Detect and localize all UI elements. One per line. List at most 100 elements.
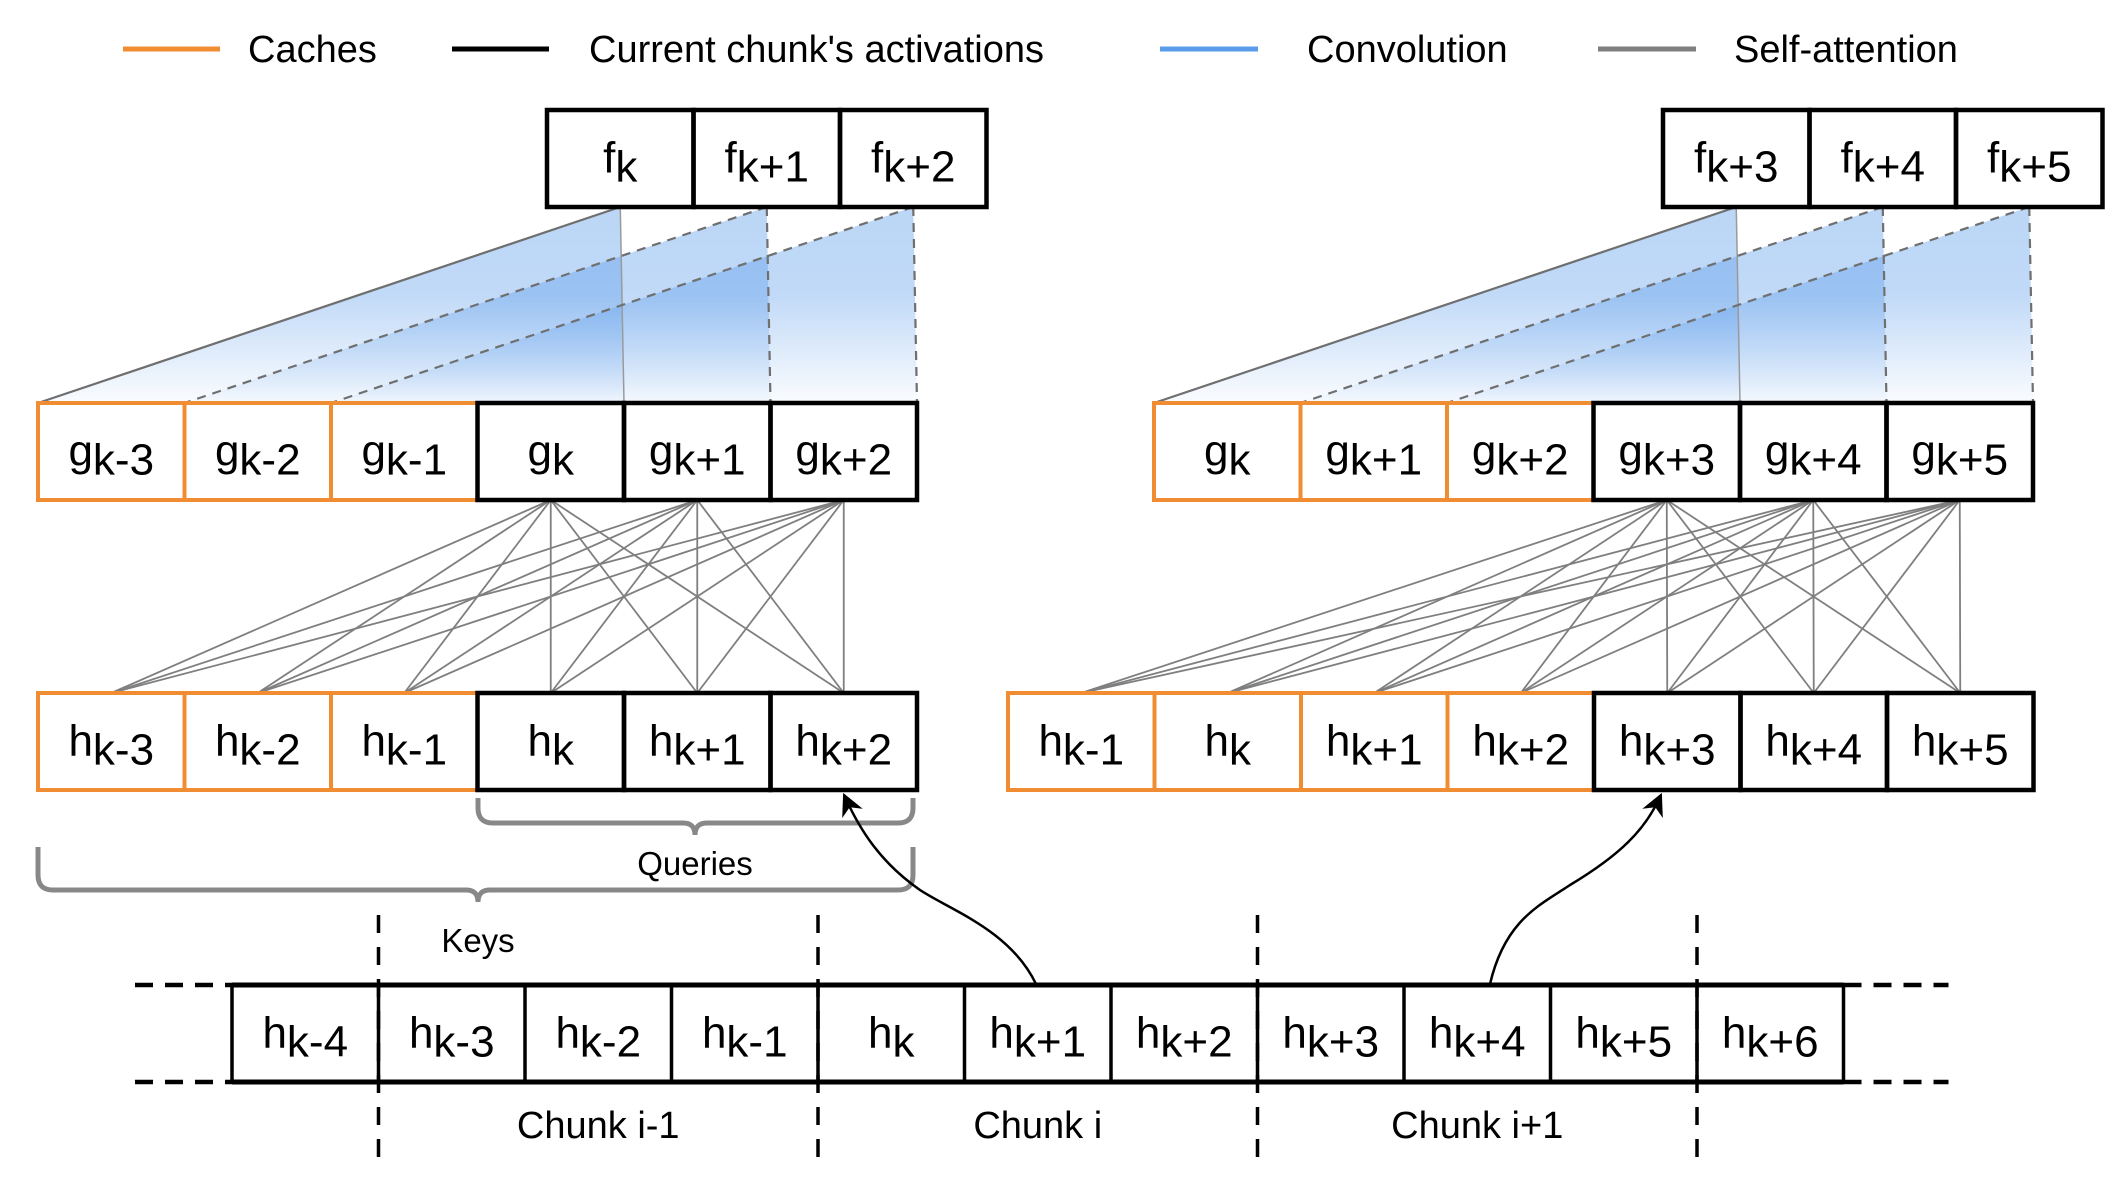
cell-base: f bbox=[725, 134, 738, 183]
cell-base: h bbox=[68, 717, 92, 766]
cell-base: g bbox=[215, 427, 239, 476]
h-row-cell-bg bbox=[1447, 693, 1594, 790]
h-row-cell-bg bbox=[1887, 693, 2034, 790]
cell-subscript: k+4 bbox=[1789, 436, 1861, 485]
h-row-cell-bg bbox=[1740, 693, 1887, 790]
arrow-chunk-i-to-queries bbox=[842, 792, 1038, 985]
cell-base: g bbox=[361, 427, 385, 476]
sequence-cell-label: hk+6 bbox=[1722, 1009, 1819, 1067]
g-row-cell-label: gk-2 bbox=[215, 427, 301, 485]
cell-subscript: k+3 bbox=[1643, 726, 1715, 775]
h-row-cell-label: hk+5 bbox=[1912, 717, 2009, 775]
h-row-cell bbox=[768, 690, 920, 793]
cell-base: f bbox=[871, 134, 884, 183]
cell-subscript: k+4 bbox=[1453, 1018, 1525, 1067]
f-row-cell-bg bbox=[840, 110, 987, 207]
cell-base: h bbox=[1429, 1009, 1453, 1058]
chunk-label: Chunk i bbox=[973, 1105, 1102, 1147]
h-row-cell bbox=[1884, 690, 2036, 793]
convolution-edge bbox=[184, 205, 768, 405]
cell-base: h bbox=[528, 717, 552, 766]
sequence-cell-label: hk+3 bbox=[1282, 1009, 1379, 1067]
legend-label-caches: Caches bbox=[248, 29, 377, 71]
cell-subscript: k+3 bbox=[1706, 143, 1778, 192]
h-row-cell-label: hk+2 bbox=[1472, 717, 1569, 775]
cell-subscript: k-3 bbox=[93, 436, 154, 485]
legend-item-self-attention: Self-attention bbox=[1598, 29, 1958, 71]
cell-base: h bbox=[409, 1009, 433, 1058]
convolution-edge bbox=[765, 206, 772, 404]
self-attention-edge bbox=[1666, 499, 1961, 694]
f-row-cell-bg bbox=[693, 110, 840, 207]
cell-subscript: k+2 bbox=[883, 143, 955, 192]
cell-subscript: k+3 bbox=[1307, 1018, 1379, 1067]
convolution-edge bbox=[1153, 205, 1737, 405]
convolution-edge bbox=[37, 205, 621, 405]
cell-subscript: k bbox=[1229, 726, 1252, 775]
g-row-cell-bg bbox=[184, 403, 331, 500]
self-attention-edge bbox=[1958, 499, 1962, 694]
cell-base: h bbox=[1038, 717, 1062, 766]
h-row-cell-bg bbox=[38, 693, 185, 790]
cell-subscript: k+6 bbox=[1746, 1018, 1818, 1067]
cell-base: h bbox=[1575, 1009, 1599, 1058]
cell-base: h bbox=[1722, 1009, 1746, 1058]
cell-subscript: k-2 bbox=[239, 726, 300, 775]
cell-subscript: k bbox=[552, 726, 575, 775]
cell-base: g bbox=[1204, 427, 1228, 476]
f-row-cell-label: fk bbox=[603, 134, 638, 192]
legend-label-current: Current chunk's activations bbox=[589, 29, 1044, 71]
cell-base: g bbox=[795, 427, 819, 476]
cell-subscript: k+5 bbox=[1936, 726, 2008, 775]
self-attention-edges bbox=[1080, 499, 1962, 694]
cell-base: g bbox=[528, 427, 552, 476]
self-attention-edge bbox=[110, 499, 698, 694]
sequence-cell-label: hk+2 bbox=[1136, 1009, 1233, 1067]
self-attention-edge bbox=[257, 499, 845, 694]
cell-subscript: k-3 bbox=[93, 726, 154, 775]
cell-base: h bbox=[649, 717, 673, 766]
sequence-cell-label: hk+5 bbox=[1575, 1009, 1672, 1067]
queries-brace: Queries bbox=[475, 798, 916, 882]
legend-item-caches: Caches bbox=[123, 29, 377, 71]
f-row-cell bbox=[1953, 107, 2105, 210]
cell-base: h bbox=[989, 1009, 1013, 1058]
cell-subscript: k+2 bbox=[820, 436, 892, 485]
h-row-cell-label: hk-3 bbox=[68, 717, 154, 775]
convolution-edge bbox=[1446, 205, 2030, 405]
g-row-cell-label: gk-3 bbox=[68, 427, 154, 485]
g-row-cell bbox=[1884, 400, 2036, 503]
cell-base: h bbox=[1765, 717, 1789, 766]
sequence-cell-label: hk-1 bbox=[702, 1009, 788, 1067]
h-row-cell-label: hk bbox=[528, 717, 575, 775]
f-row-cell-bg bbox=[1956, 110, 2103, 207]
keys-label: Keys bbox=[441, 922, 514, 959]
convolution-fans bbox=[37, 205, 919, 405]
convolution-edge bbox=[330, 205, 914, 405]
chunk-label: Chunk i+1 bbox=[1391, 1105, 1563, 1147]
cell-subscript: k-4 bbox=[287, 1018, 348, 1067]
self-attention-edge bbox=[1081, 499, 1814, 694]
g-row-cell bbox=[768, 400, 920, 503]
f-row-cell-bg bbox=[1809, 110, 1956, 207]
cell-subscript: k+5 bbox=[1936, 436, 2008, 485]
legend: Caches Current chunk's activations Convo… bbox=[123, 29, 1958, 71]
cell-base: g bbox=[68, 427, 92, 476]
f-row-cell-label: fk+1 bbox=[725, 134, 809, 192]
cell-subscript: k+3 bbox=[1643, 436, 1715, 485]
cell-base: h bbox=[868, 1009, 892, 1058]
cell-base: h bbox=[215, 717, 239, 766]
keys-brace-shape bbox=[35, 847, 916, 903]
cell-base: h bbox=[1282, 1009, 1306, 1058]
sequence-cell-label: hk-4 bbox=[262, 1009, 348, 1067]
self-attention-edge bbox=[1373, 499, 1961, 694]
cell-subscript: k+5 bbox=[1600, 1018, 1672, 1067]
g-row-cell-bg bbox=[1447, 403, 1594, 500]
g-row-cell-bg bbox=[1740, 403, 1887, 500]
cell-subscript: k+1 bbox=[737, 143, 809, 192]
self-attention-edge bbox=[1520, 499, 1961, 694]
